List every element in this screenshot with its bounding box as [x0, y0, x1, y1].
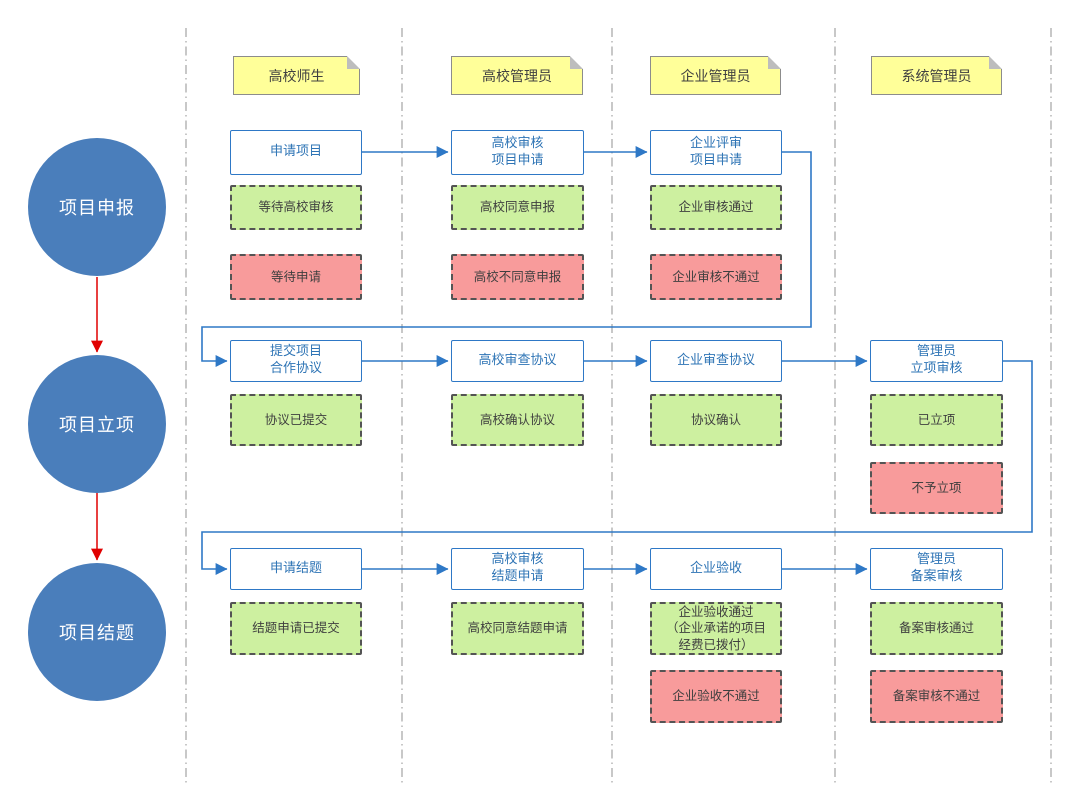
lane3-initiate-process: 企业审查协议 — [650, 340, 782, 382]
lane3-conclude-status-success: 企业验收通过 （企业承诺的项目 经费已拨付） — [650, 602, 782, 655]
lane3-conclude-status-fail: 企业验收不通过 — [650, 670, 782, 723]
connector-declare-to-initiate — [201, 151, 812, 367]
lane2-declare-status-fail: 高校不同意申报 — [451, 254, 584, 300]
lane-title-note-university-staff: 高校师生 — [233, 56, 360, 95]
lane-title-note-system-admin: 系统管理员 — [871, 56, 1002, 95]
lane1-declare-status-fail: 等待申请 — [230, 254, 362, 300]
phase-circle-conclude: 项目结题 — [28, 563, 166, 701]
lane2-conclude-process: 高校审核 结题申请 — [451, 548, 584, 590]
lane2-initiate-status-success: 高校确认协议 — [451, 394, 584, 446]
lane3-initiate-status-success: 协议确认 — [650, 394, 782, 446]
lane4-initiate-status-fail: 不予立项 — [870, 462, 1003, 514]
lane3-declare-process: 企业评审 项目申请 — [650, 130, 782, 175]
lane2-initiate-process: 高校审查协议 — [451, 340, 584, 382]
lane3-declare-status-success: 企业审核通过 — [650, 185, 782, 230]
lane1-conclude-process: 申请结题 — [230, 548, 362, 590]
lane1-declare-process: 申请项目 — [230, 130, 362, 175]
lane-title-note-university-admin: 高校管理员 — [451, 56, 583, 95]
lane1-initiate-status-success: 协议已提交 — [230, 394, 362, 446]
lane4-initiate-process: 管理员 立项审核 — [870, 340, 1003, 382]
lane-title-note-enterprise-admin: 企业管理员 — [650, 56, 781, 95]
lane4-conclude-status-success: 备案审核通过 — [870, 602, 1003, 655]
lane1-initiate-process: 提交项目 合作协议 — [230, 340, 362, 382]
lane2-conclude-status-success: 高校同意结题申请 — [451, 602, 584, 655]
lane1-conclude-status-success: 结题申请已提交 — [230, 602, 362, 655]
lane2-declare-process: 高校审核 项目申请 — [451, 130, 584, 175]
lane3-declare-status-fail: 企业审核不通过 — [650, 254, 782, 300]
lane4-conclude-status-fail: 备案审核不通过 — [870, 670, 1003, 723]
phase-circle-initiate: 项目立项 — [28, 355, 166, 493]
lane4-initiate-status-success: 已立项 — [870, 394, 1003, 446]
phase-circle-declare: 项目申报 — [28, 138, 166, 276]
lane2-declare-status-success: 高校同意申报 — [451, 185, 584, 230]
lane3-conclude-process: 企业验收 — [650, 548, 782, 590]
lane4-conclude-process: 管理员 备案审核 — [870, 548, 1003, 590]
connector-initiate-to-conclude — [201, 360, 1033, 575]
lane1-declare-status-success: 等待高校审核 — [230, 185, 362, 230]
